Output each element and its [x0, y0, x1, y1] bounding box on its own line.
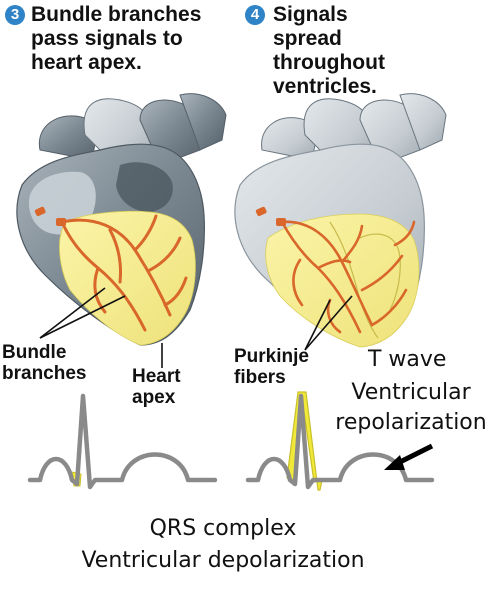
step-3-badge: 3 [5, 5, 25, 25]
leader-lines [39, 287, 353, 368]
step-4-heading: 4 Signals spread throughout ventricles. [245, 3, 445, 113]
step-3-text: Bundle branches pass signals to heart ap… [31, 3, 202, 74]
purkinje-fibers-label: Purkinje fibers [234, 346, 309, 388]
ecg-trace-left [27, 393, 218, 490]
step-4-text: Signals spread throughout ventricles. [273, 3, 385, 98]
ecg-line-right [245, 393, 435, 490]
bundle-branch-leader-2 [39, 295, 126, 339]
bundle-branches-label: Bundle branches [2, 342, 87, 384]
left-heart-illustration [16, 93, 227, 346]
ecg-trace-right [245, 391, 435, 491]
purkinje-leader-1 [304, 299, 331, 351]
t-wave-arrow [384, 443, 434, 470]
ventricular-repolarization-label: Ventricular repolarization [335, 380, 487, 435]
bundle-branch-leader-1 [39, 287, 106, 339]
right-heart-illustration [234, 93, 447, 348]
heart-apex-label: Heart apex [132, 366, 181, 408]
step-3-heading: 3 Bundle branches pass signals to heart … [5, 3, 240, 93]
ecg-line-left [27, 393, 218, 490]
ventricular-depolarization-label: Ventricular depolarization [81, 548, 365, 573]
step-4-badge: 4 [245, 5, 265, 25]
qrs-complex-label: QRS complex [149, 516, 297, 541]
purkinje-leader-2 [304, 295, 353, 351]
t-wave-label: T wave [368, 347, 447, 372]
